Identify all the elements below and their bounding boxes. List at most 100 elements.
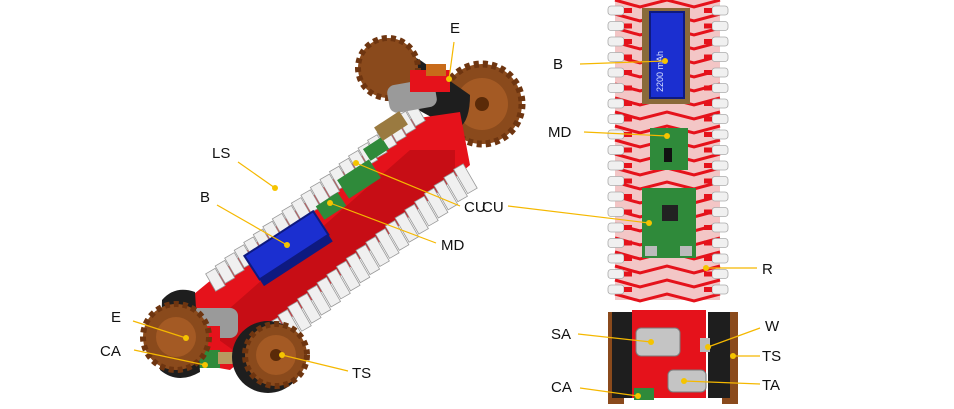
label-b-left: B: [200, 189, 210, 206]
lattice-strut: [614, 124, 721, 135]
callout-dot-cu-left: [353, 160, 359, 166]
tread-segment: [711, 207, 729, 217]
label-ca-right: CA: [551, 379, 572, 396]
tread-segment: [711, 176, 729, 186]
label-ls: LS: [212, 145, 230, 162]
tread-segment: [607, 207, 625, 217]
steering-actuator: [635, 327, 681, 357]
battery: [649, 11, 685, 99]
tread-segment: [711, 284, 729, 295]
tread-segment: [711, 52, 729, 62]
tread-segment: [607, 222, 625, 233]
callout-dot-ca-right: [635, 393, 641, 399]
callout-dot-cu-right: [646, 220, 652, 226]
callout-dot-sa: [648, 339, 654, 345]
tread-segment: [224, 252, 245, 276]
tread-segment: [607, 83, 625, 93]
tread-segment: [711, 269, 729, 279]
tread-link: [704, 101, 712, 106]
tread-link: [624, 101, 632, 106]
label-sa: SA: [551, 326, 571, 343]
tread-segment: [214, 259, 236, 284]
callout-dot-e-top: [446, 76, 452, 82]
tread-segment: [375, 228, 400, 259]
callout-line-md-left: [329, 202, 437, 244]
callout-line-cu-right: [507, 205, 650, 224]
tread-segment: [607, 52, 625, 62]
tread-link: [624, 209, 632, 215]
battery-capacity-text: 2200 mAh: [655, 51, 665, 92]
tread-segment: [607, 145, 625, 155]
tread-link: [704, 240, 712, 246]
tread-link: [704, 287, 712, 292]
tread-link: [704, 163, 712, 168]
tread-segment: [607, 5, 625, 16]
tread-segment: [414, 195, 439, 227]
tread-segment: [345, 252, 371, 284]
tread-segment: [607, 269, 625, 279]
label-w: W: [765, 318, 780, 335]
tread-segment: [711, 253, 729, 264]
callout-dot-ta: [681, 378, 687, 384]
lattice-strut: [614, 0, 721, 9]
tread-segment: [365, 236, 390, 268]
callout-line-sa: [577, 333, 652, 343]
tread-segment: [711, 5, 729, 16]
lattice-strut: [614, 278, 721, 289]
control-unit-chip: [662, 205, 678, 221]
tread-segment: [607, 129, 625, 140]
tread-segment: [607, 253, 625, 264]
tread-segment: [306, 284, 332, 316]
tread-link: [624, 116, 632, 122]
callout-line-ta: [683, 380, 761, 385]
tread-segment: [711, 83, 729, 93]
label-ts-left: TS: [352, 365, 371, 382]
callout-line-ca-right: [579, 387, 639, 397]
label-b-right: B: [553, 56, 563, 73]
motor-driver-board: [315, 192, 347, 220]
tread-segment: [355, 244, 381, 276]
rear-actuator: [426, 64, 446, 76]
tread-segment: [711, 238, 729, 248]
callout-line-b-left: [216, 204, 288, 246]
left-wheel-top: [612, 312, 634, 398]
tread-link: [704, 178, 712, 184]
tread-segment: [607, 191, 625, 202]
tread-link: [624, 54, 632, 60]
motor-driver-board-2: [362, 137, 390, 161]
tread-segment: [711, 67, 729, 78]
front-camera-lens: [218, 352, 236, 364]
tread-segment: [453, 163, 478, 195]
tread-link: [704, 54, 712, 60]
tread-link: [624, 225, 632, 230]
label-cu-left: CU: [464, 199, 486, 216]
tread-link: [624, 271, 632, 277]
tread-segment: [607, 284, 625, 295]
tread-segment: [711, 36, 729, 47]
tread-segment: [326, 268, 351, 300]
tread-link: [624, 23, 632, 29]
tread-segment: [205, 267, 226, 292]
tread-link: [704, 70, 712, 75]
tread-segment: [404, 203, 429, 235]
tread-link: [624, 8, 632, 13]
tread-segment: [423, 187, 449, 219]
tread-link: [704, 132, 712, 137]
tread-segment: [296, 292, 322, 324]
callout-dot-b-right: [662, 58, 668, 64]
callout-dot-ts-right: [730, 353, 736, 359]
tread-segment: [607, 238, 625, 248]
callout-line-e-top: [448, 41, 455, 80]
callout-dot-w: [705, 344, 711, 350]
tread-link: [704, 116, 712, 122]
tread-link: [704, 209, 712, 215]
tread-link: [704, 271, 712, 277]
tread-segment: [711, 129, 729, 140]
callout-dot-md-right: [664, 133, 670, 139]
tread-link: [624, 147, 632, 153]
tread-link: [704, 225, 712, 230]
callout-line-ls: [237, 161, 276, 189]
callout-line-w: [707, 327, 761, 348]
callout-line-md-right: [583, 131, 668, 137]
